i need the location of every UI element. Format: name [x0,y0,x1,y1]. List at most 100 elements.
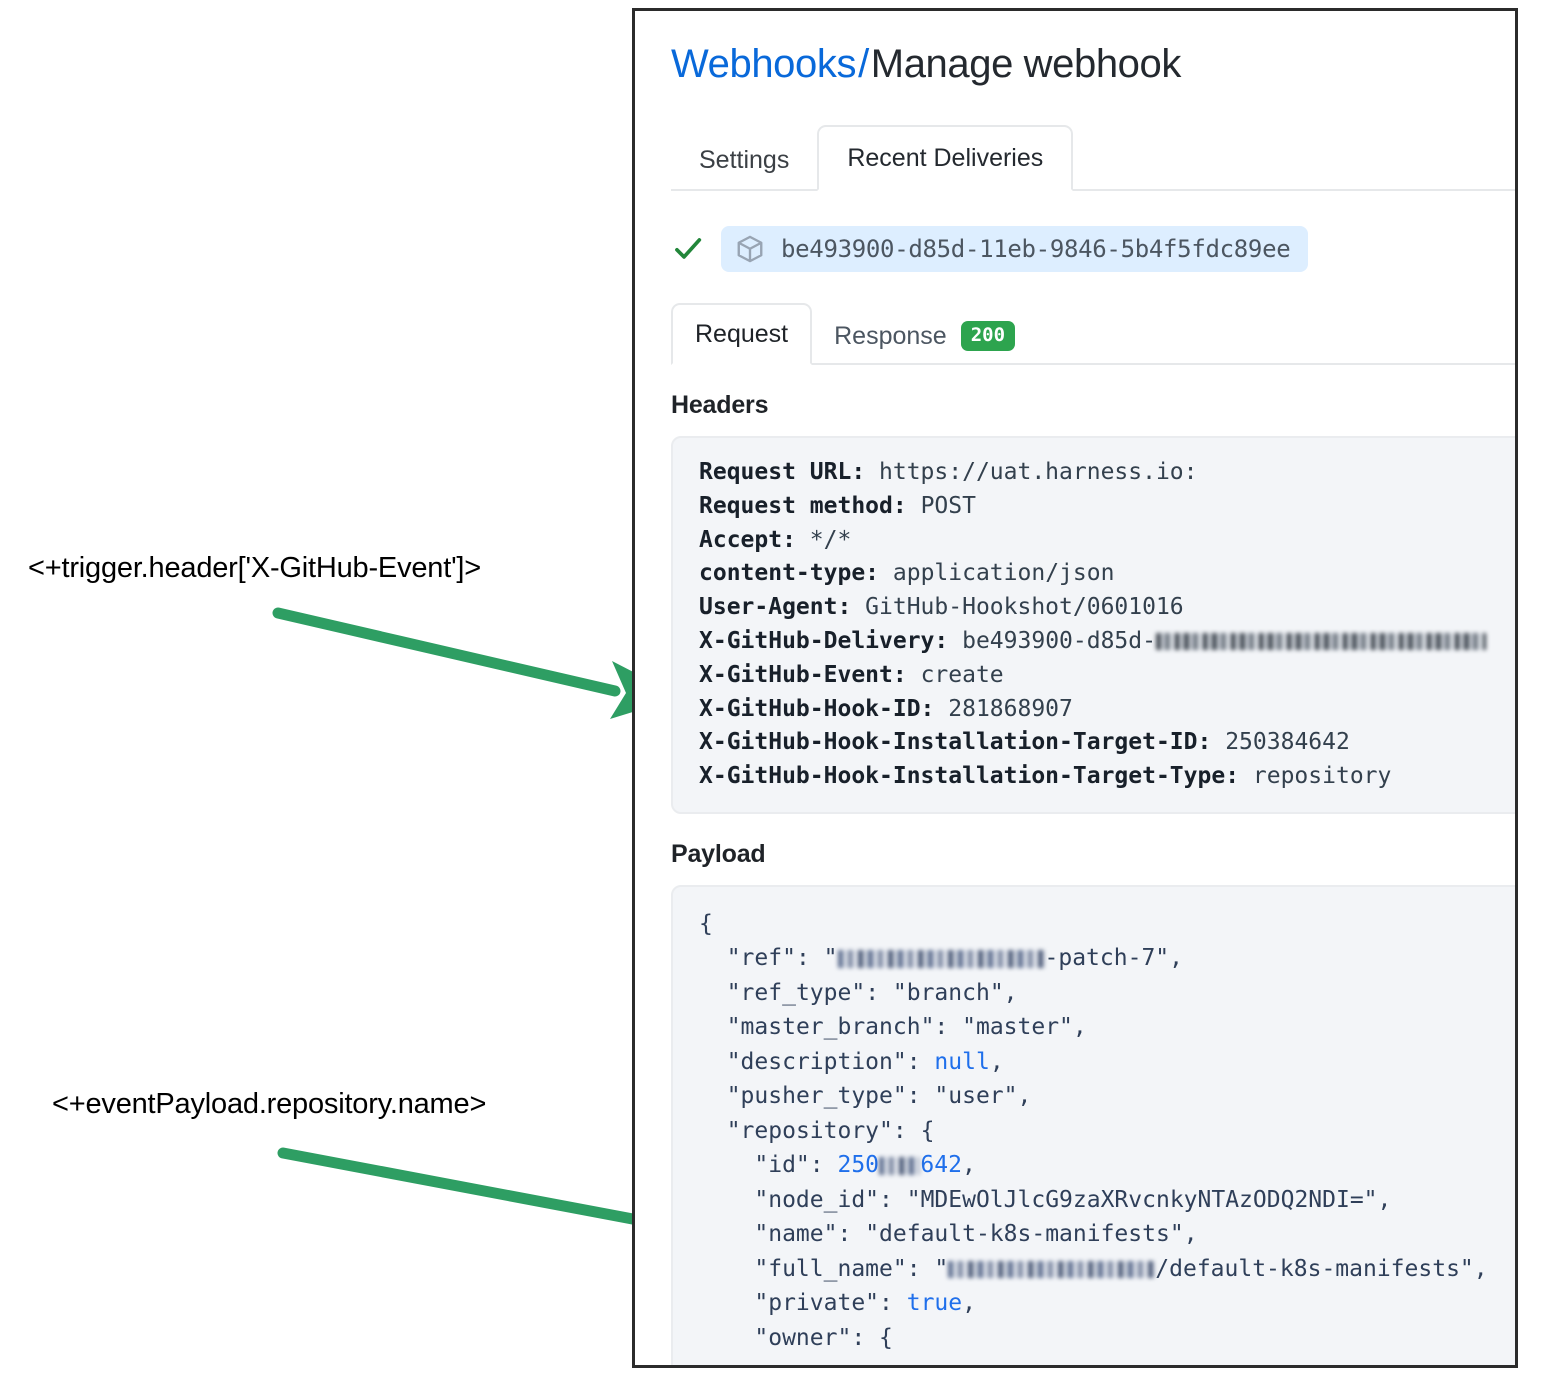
header-key: Request method: [699,492,921,519]
breadcrumb-link-webhooks[interactable]: Webhooks [671,42,857,86]
payload-token-str: -patch-7" [1044,945,1170,972]
tab-request[interactable]: Request [671,303,813,365]
headers-section-title: Headers [671,391,769,419]
header-row: X-GitHub-Hook-Installation-Target-Type: … [699,760,1515,794]
payload-indent [699,1118,727,1144]
redacted-value [1155,632,1486,651]
tab-request-label: Request [695,320,789,348]
payload-token-punct: , [1473,1255,1488,1282]
check-icon [675,238,702,259]
header-key: X-GitHub-Hook-Installation-Target-ID: [699,729,1226,756]
payload-indent [699,1221,754,1247]
payload-section-title: Payload [671,839,766,868]
payload-token-key: "id" [754,1152,810,1179]
payload-token-key: "name" [754,1221,838,1248]
payload-token-punct: : [934,1014,963,1041]
payload-token-punct: , [1183,1221,1198,1248]
payload-token-punct: : { [851,1324,893,1351]
payload-token-num: 250 [837,1152,880,1179]
page-title: Manage webhook [870,42,1182,86]
header-key: X-GitHub-Hook-ID: [699,695,949,722]
payload-token-punct: : [906,1048,935,1075]
payload-token-key: "private" [754,1290,880,1317]
request-response-tabs: Request Response 200 [671,297,1515,365]
delivery-id-text: be493900-d85d-11eb-9846-5b4f5fdc89ee [781,235,1291,263]
header-key: content-type: [699,560,893,587]
header-key: X-GitHub-Event: [699,661,921,688]
payload-line: "private": true, [699,1286,1515,1321]
header-row: X-GitHub-Hook-Installation-Target-ID: 25… [699,726,1515,760]
payload-token-punct: : [837,1221,866,1248]
tab-settings-label: Settings [699,146,790,174]
payload-line: "pusher_type": "user", [699,1079,1515,1114]
payload-token-lit: null [934,1048,990,1075]
delivery-id-pill[interactable]: be493900-d85d-11eb-9846-5b4f5fdc89ee [721,226,1309,272]
header-value: */* [809,526,852,553]
payload-token-punct: { [699,910,713,937]
payload-token-punct: , [1072,1014,1087,1041]
header-value: create [920,661,1004,688]
header-row: Request URL: https://uat.harness.io: [699,456,1515,490]
payload-token-punct: : [906,1255,935,1282]
tab-recent-deliveries[interactable]: Recent Deliveries [817,125,1074,191]
headers-codeblock: Request URL: https://uat.harness.io:Requ… [671,436,1515,814]
payload-indent [699,1049,727,1075]
payload-token-punct: : { [892,1117,935,1144]
payload-line: "ref_type": "branch", [699,976,1515,1011]
redacted-value [837,950,1045,968]
payload-token-punct: , [989,1048,1004,1075]
header-value: POST [920,492,976,519]
payload-token-key: "pusher_type" [726,1083,907,1110]
payload-token-key: "node_id" [754,1186,880,1213]
payload-token-key: "master_branch" [726,1014,935,1041]
header-value: be493900-d85d- [962,627,1156,654]
payload-line: "ref": " -patch-7", [699,941,1515,976]
payload-token-punct: , [1169,945,1183,972]
header-value: 250384642 [1225,729,1350,756]
payload-token-str: /default-k8s-manifests" [1155,1255,1474,1282]
tab-settings[interactable]: Settings [671,129,817,191]
payload-line: "repository": { [699,1114,1515,1149]
payload-indent [699,980,727,1006]
payload-indent [699,1014,727,1040]
payload-indent [699,1256,754,1282]
payload-line: "owner": { [699,1321,1515,1356]
payload-token-punct: : [809,1152,838,1179]
webhook-tabs: Settings Recent Deliveries [671,117,1515,191]
payload-token-punct: : [906,1083,935,1110]
header-value: https://uat.harness.io: [879,459,1198,485]
payload-token-str: "user" [934,1083,1018,1110]
redacted-value [948,1260,1156,1279]
payload-line: "name": "default-k8s-manifests", [699,1217,1515,1252]
payload-token-key: "full_name" [754,1255,907,1282]
payload-token-punct: : [879,1186,907,1213]
payload-token-key: "description" [726,1048,907,1075]
payload-line: "master_branch": "master", [699,1010,1515,1045]
payload-token-punct: , [961,1152,976,1179]
header-row: X-GitHub-Event: create [699,659,1515,693]
annotation-arrow-to-x-github-event [272,607,682,719]
payload-token-punct: , [1017,1083,1032,1110]
payload-indent [699,1187,754,1213]
payload-token-punct: : [879,1290,907,1317]
payload-token-key: "ref_type" [726,979,866,1006]
payload-token-punct: : [865,979,893,1006]
payload-token-punct: , [1003,979,1018,1006]
payload-token-str: "branch" [892,979,1004,1006]
header-row: content-type: application/json [699,557,1515,591]
status-badge: 200 [960,321,1016,351]
tab-response[interactable]: Response 200 [812,307,1037,365]
breadcrumb: Webhooks/Manage webhook [671,41,1515,87]
header-row: Accept: */* [699,524,1515,558]
header-key: X-GitHub-Hook-Installation-Target-Type: [699,763,1253,790]
header-row: User-Agent: GitHub-Hookshot/0601016 [699,591,1515,625]
payload-indent [699,1152,754,1178]
header-row: X-GitHub-Hook-ID: 281868907 [699,693,1515,727]
payload-token-str: "MDEwOlJlcG9zaXRvcnkyNTAzODQ2NDI=" [906,1186,1378,1213]
cube-icon [737,235,763,263]
header-key: Request URL: [699,459,880,485]
payload-codeblock: { "ref": " -patch-7", "ref_type": "branc… [671,884,1515,1365]
delivery-row: be493900-d85d-11eb-9846-5b4f5fdc89ee [671,223,1515,275]
payload-token-key: "ref" [726,945,796,972]
payload-token-num: 642 [920,1152,962,1179]
